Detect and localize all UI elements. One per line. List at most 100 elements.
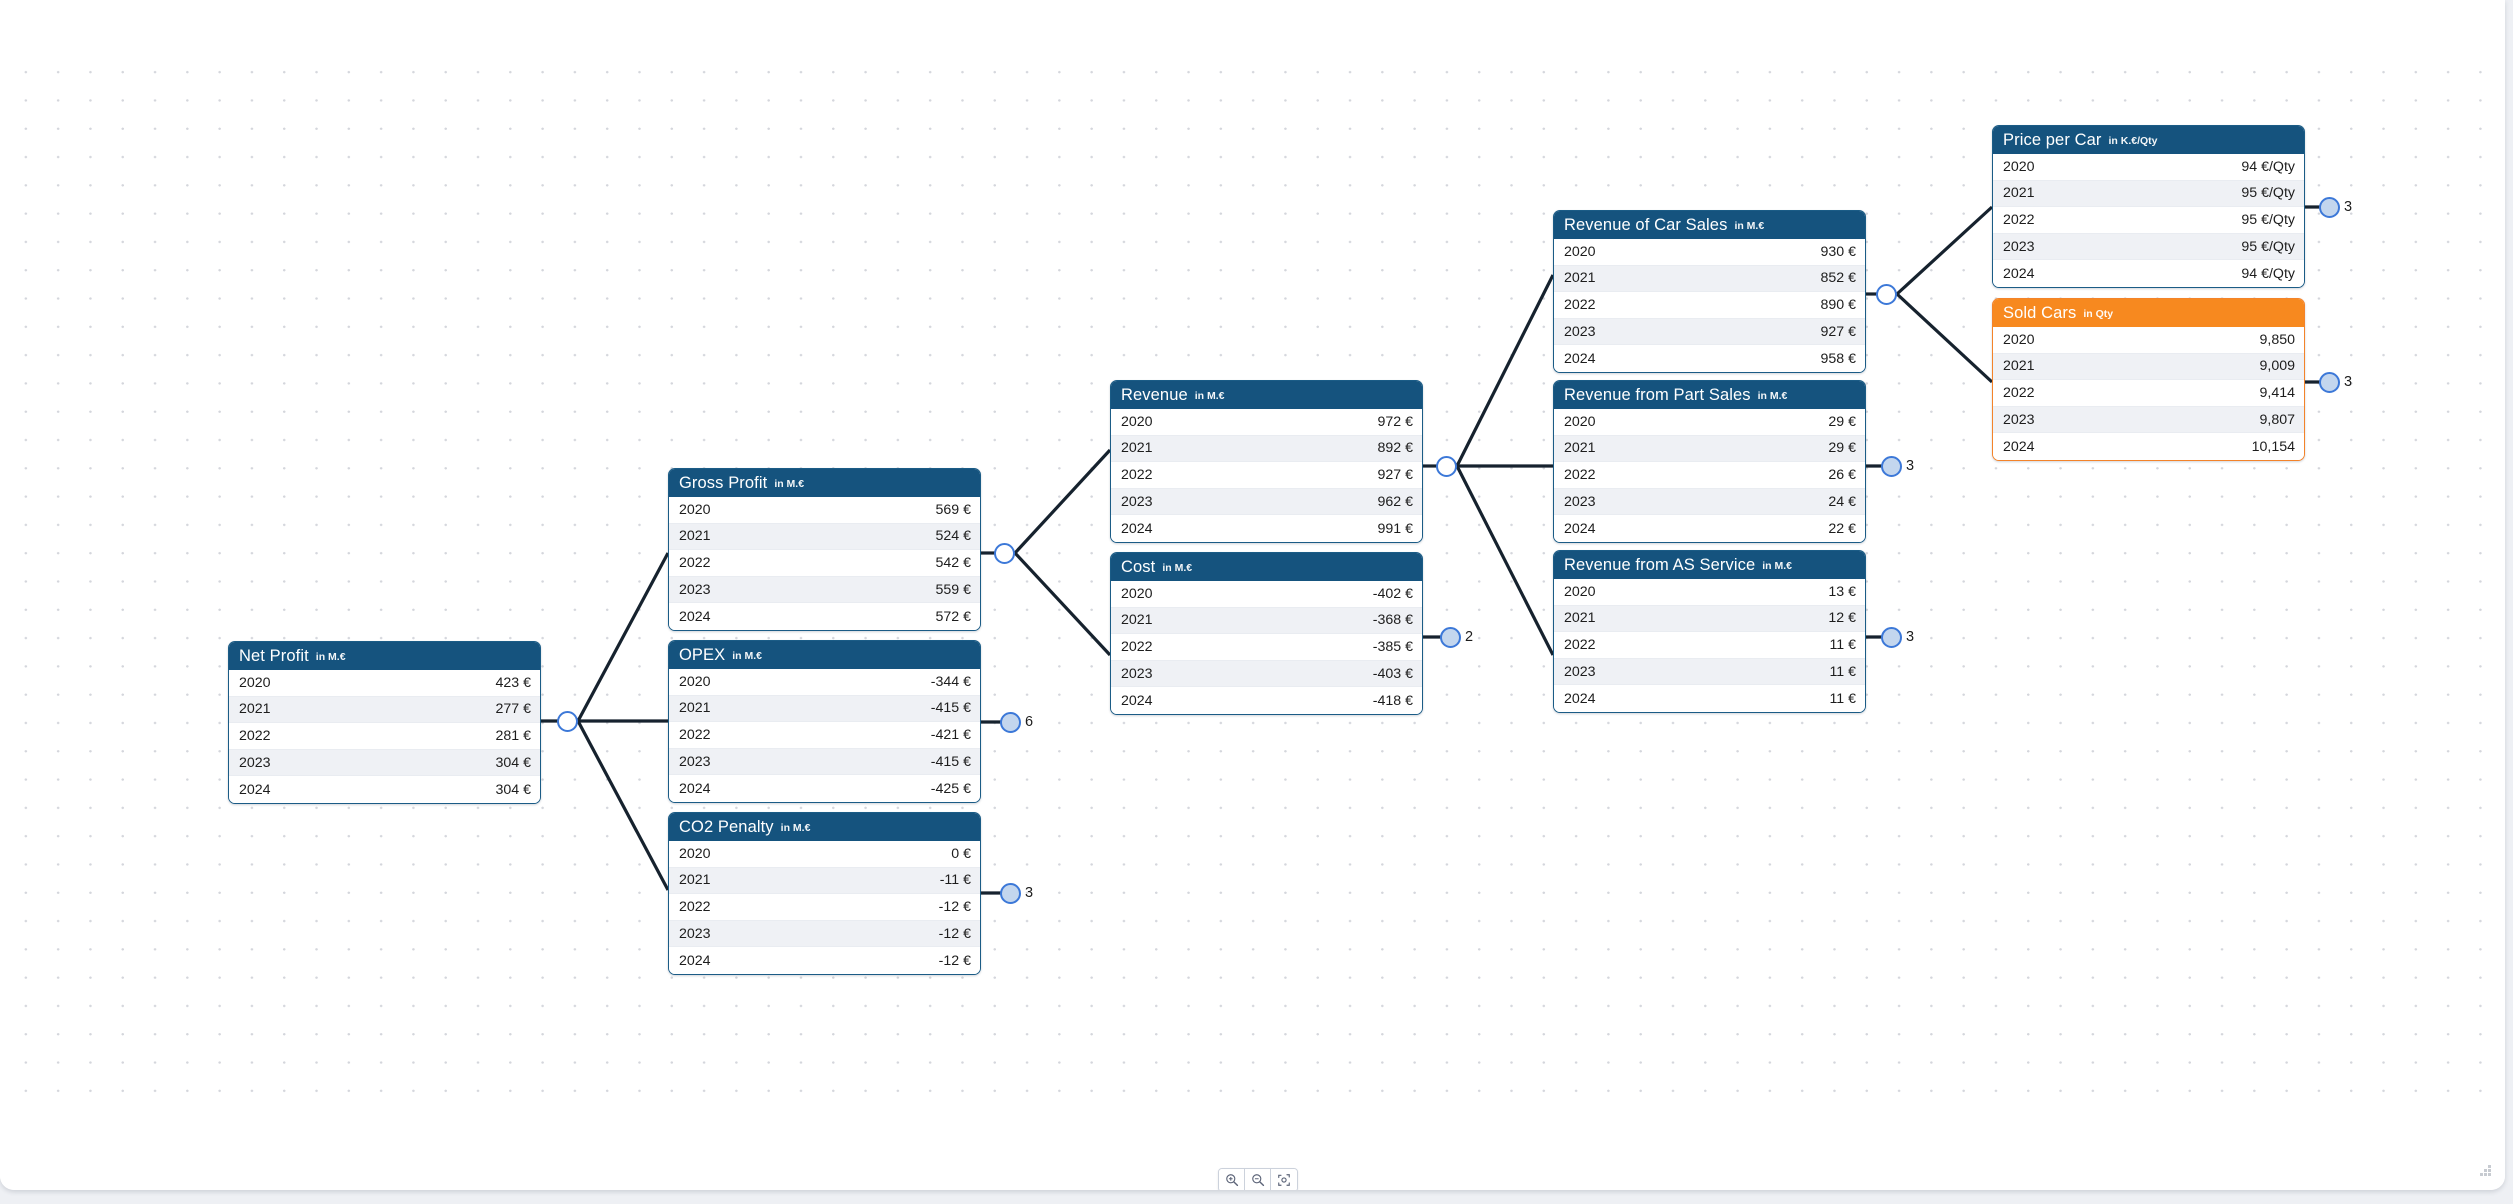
badge-dot-icon [1000,712,1021,733]
badge-opex-children[interactable]: 6 [1000,712,1033,733]
fit-to-screen-button[interactable] [1271,1169,1297,1190]
row-year: 2022 [1564,636,1596,653]
hub-car-sales-expand[interactable] [1876,284,1897,305]
row-value: 12 € [1828,610,1856,627]
row-year: 2023 [679,581,711,598]
table-row: 2021 12 € [1554,605,1865,633]
row-year: 2021 [679,700,711,717]
node-title: Gross Profit [679,473,768,492]
badge-sold-cars-children[interactable]: 3 [2319,372,2352,393]
hub-revenue-expand[interactable] [1436,456,1457,477]
hub-net-profit-expand[interactable] [557,711,578,732]
row-value: 9,009 [2259,358,2295,375]
node-unit: in Qty [2083,308,2114,321]
table-row: 2021-11 € [669,867,980,895]
row-value: 927 € [1377,466,1413,483]
table-row: 2023-403 € [1111,660,1422,688]
row-year: 2021 [239,701,271,718]
zoom-out-button[interactable] [1245,1169,1271,1190]
badge-count: 3 [1025,885,1034,902]
badge-count: 6 [1025,714,1034,731]
zoom-in-button[interactable] [1219,1169,1245,1190]
node-rows: 2020-344 € 2021-415 € 2022-421 € 2023-41… [669,669,980,802]
badge-cost-children[interactable]: 2 [1440,627,1473,648]
node-rows: 2020-402 € 2021-368 € 2022-385 € 2023-40… [1111,581,1422,714]
resize-grip-handle[interactable] [2480,1165,2491,1176]
table-row: 2023 559 € [669,576,980,604]
node-header: Revenue of Car Sales in M.€ [1554,211,1865,239]
row-year: 2021 [1564,610,1596,627]
badge-part-sales-children[interactable]: 3 [1881,456,1914,477]
node-title: Sold Cars [2003,303,2077,322]
row-value: -425 € [930,780,971,797]
node-cost[interactable]: Cost in M.€ 2020-402 € 2021-368 € 2022-3… [1110,552,1423,715]
hub-gross-profit-expand[interactable] [994,543,1015,564]
badge-count: 3 [1906,629,1915,646]
row-value: 22 € [1828,520,1856,537]
row-year: 2024 [2003,265,2035,282]
row-value: 9,850 [2259,331,2295,348]
node-unit: in M.€ [780,822,811,835]
row-year: 2020 [1564,243,1596,260]
row-value: 958 € [1820,350,1856,367]
node-header: CO2 Penalty in M.€ [669,813,980,841]
badge-dot-icon [1881,627,1902,648]
node-title: Revenue [1121,385,1188,404]
row-value: -12 € [938,952,971,969]
row-value: 559 € [935,581,971,598]
zoom-out-icon [1251,1174,1264,1187]
table-row: 2021-368 € [1111,607,1422,635]
row-year: 2020 [1564,413,1596,430]
row-year: 2020 [239,674,271,691]
badge-dot-icon [1000,883,1021,904]
row-year: 2020 [1121,413,1153,430]
table-row: 2020-402 € [1111,581,1422,608]
row-year: 2023 [679,753,711,770]
row-value: -418 € [1372,692,1413,709]
badge-count: 3 [2344,199,2353,216]
table-row: 2022-421 € [669,722,980,749]
row-value: -402 € [1372,585,1413,602]
node-header: Net Profit in M.€ [229,642,540,670]
row-value: -344 € [930,673,971,690]
row-value: -11 € [939,872,971,889]
badge-co2-children[interactable]: 3 [1000,883,1033,904]
zoom-toolbar[interactable] [1218,1168,1298,1190]
row-value: 9,414 [2259,384,2295,401]
badge-price-per-car-children[interactable]: 3 [2319,197,2352,218]
node-unit: in K.€/Qty [2108,135,2158,148]
row-value: -12 € [938,898,971,915]
badge-count: 3 [1906,458,1915,475]
badge-as-service-children[interactable]: 3 [1881,627,1914,648]
row-value: 26 € [1828,466,1856,483]
node-opex[interactable]: OPEX in M.€ 2020-344 € 2021-415 € 2022-4… [668,640,981,803]
badge-count: 3 [2344,374,2353,391]
